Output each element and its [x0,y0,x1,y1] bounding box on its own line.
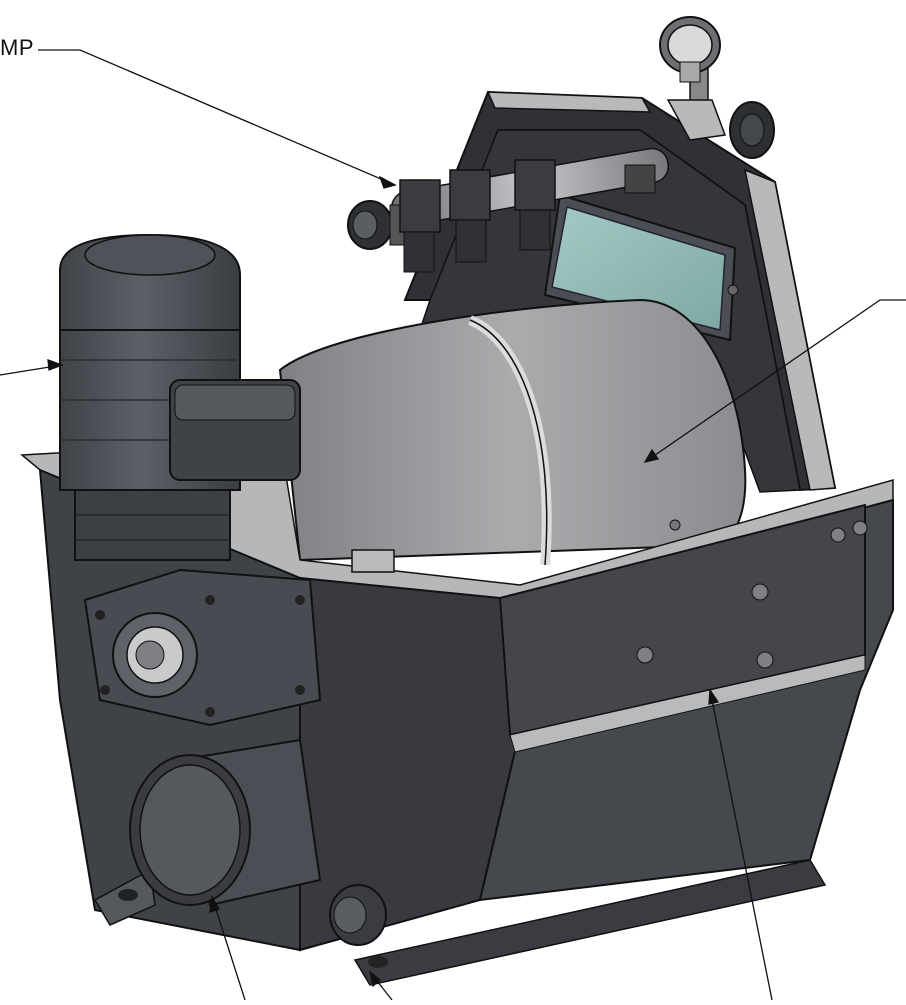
bracket [351,549,395,573]
leader-drain [368,970,393,1001]
leader-panel [708,688,773,1001]
leader-inlet [209,895,246,1001]
inlet-pipe [129,738,322,907]
leader-pump [38,49,397,189]
mounting-feet [93,859,827,986]
leader-motor [0,359,64,376]
leader-lines [0,49,906,1001]
nozzle-clamp-2 [449,169,491,263]
callout-label-pump: MP [0,35,34,60]
leader-drum [643,299,906,463]
gearbox [83,568,322,727]
filter-drum [278,298,747,566]
nozzle-manifold [347,147,670,273]
drain-plug [329,884,387,946]
front-panel [498,503,868,753]
pressure-gauge [659,16,775,159]
gear-motor [59,233,322,727]
terminal-box [169,379,301,481]
nozzle-clamp-3 [514,159,556,251]
nozzle-clamp-1 [399,179,441,273]
